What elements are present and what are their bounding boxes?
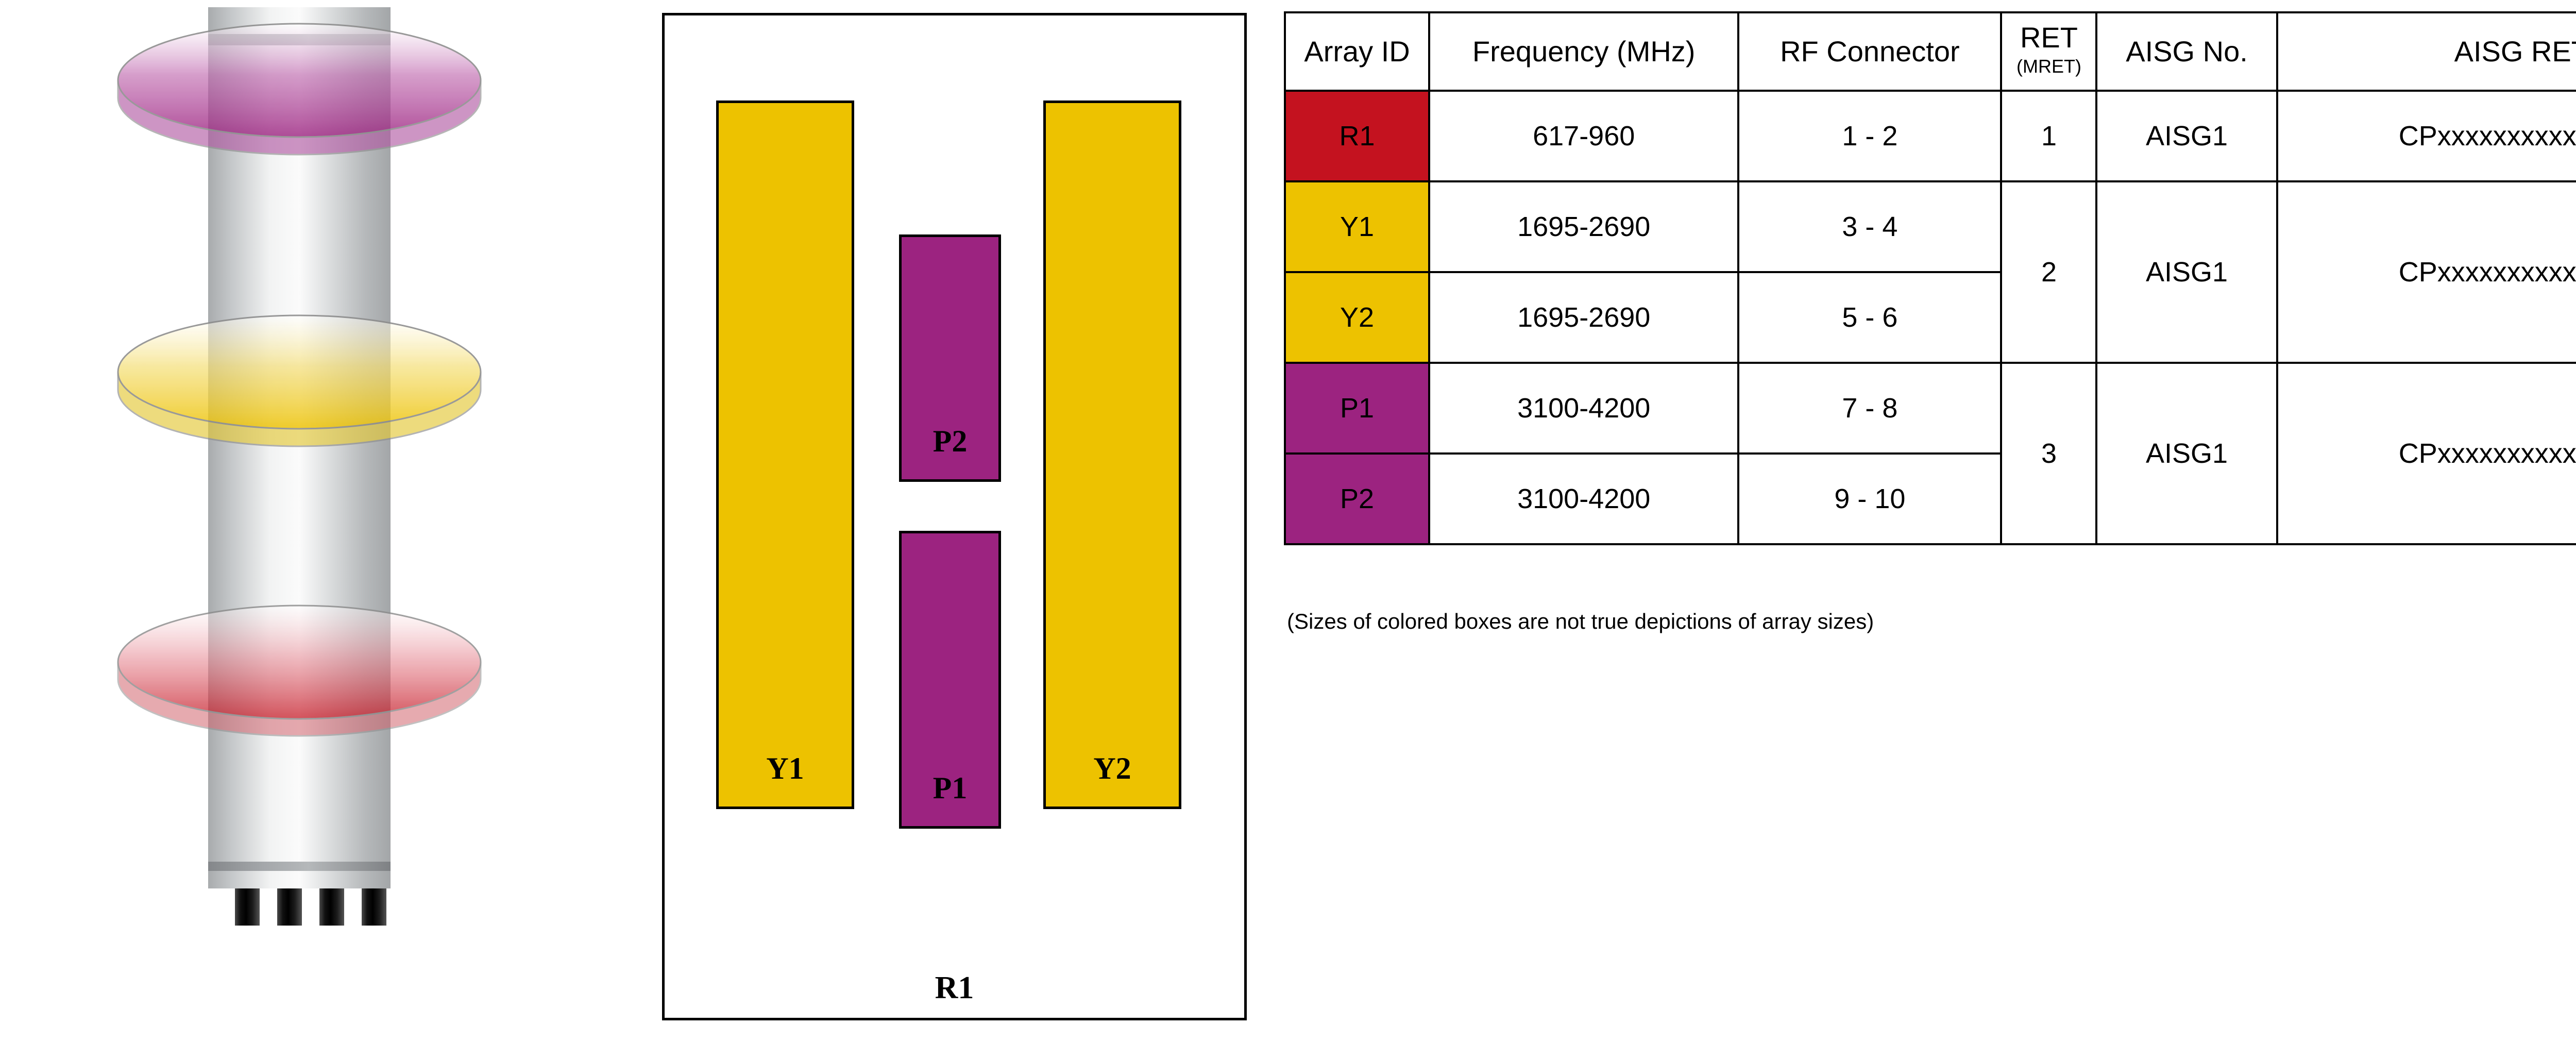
antenna-illustration	[0, 0, 634, 1041]
header-ret-sub: (MRET)	[2016, 56, 2081, 77]
cell-aisg-no-3: AISG1	[2095, 362, 2278, 545]
cell-frequency-p2: 3100-4200	[1428, 452, 1740, 545]
header-ret: RET (MRET)	[2000, 11, 2098, 92]
cell-array-id-p1: P1	[1283, 362, 1431, 455]
cell-rf-connector-r1: 1 - 2	[1737, 90, 2003, 182]
cell-frequency-p1: 3100-4200	[1428, 362, 1740, 455]
cell-rf-connector-p1: 7 - 8	[1737, 362, 2003, 455]
table-row: Y1 1695-2690 3 - 4 2 AISG1 CPxxxxxxxxxxx…	[1283, 180, 2576, 364]
header-ret-main: RET	[2020, 21, 2078, 54]
cell-ret-2: 2	[2000, 180, 2098, 364]
array-box-label-p1: P1	[933, 771, 968, 805]
cell-rf-connector-y1: 3 - 4	[1737, 180, 2003, 273]
cell-aisg-uid-2: CPxxxxxxxxxxxxxxMM.2	[2276, 180, 2576, 364]
cell-aisg-no-2: AISG1	[2095, 180, 2278, 364]
cell-array-id-y1: Y1	[1283, 180, 1431, 273]
array-box-p2: P2	[899, 234, 1001, 482]
array-box-label-y1: Y1	[766, 751, 804, 785]
cell-array-id-y2: Y2	[1283, 271, 1431, 364]
cell-aisg-uid-3: CPxxxxxxxxxxxxxxMM.3	[2276, 362, 2576, 545]
array-box-y1: Y1	[716, 100, 854, 809]
header-aisg-ret-uid: AISG RET UID	[2276, 11, 2576, 92]
cell-array-id-p2: P2	[1283, 452, 1431, 545]
beam-red	[117, 605, 482, 737]
cell-ret-3: 3	[2000, 362, 2098, 545]
array-layout-diagram: Y1 P2 P1 Y2 R1	[662, 13, 1247, 1020]
header-frequency: Frequency (MHz)	[1428, 11, 1740, 92]
table-header-row: Array ID Frequency (MHz) RF Connector RE…	[1283, 11, 2576, 92]
cell-frequency-r1: 617-960	[1428, 90, 1740, 182]
cell-frequency-y1: 1695-2690	[1428, 180, 1740, 273]
cell-ret-1: 1	[2000, 90, 2098, 182]
array-box-p1: P1	[899, 531, 1001, 829]
table-row: P2 3100-4200 9 - 10	[1283, 452, 2576, 545]
header-rf-connector: RF Connector	[1737, 11, 2003, 92]
cell-rf-connector-p2: 9 - 10	[1737, 452, 2003, 545]
antenna-spec-table: Array ID Frequency (MHz) RF Connector RE…	[1283, 11, 2576, 545]
table-row: R1 617-960 1 - 2 1 AISG1 CPxxxxxxxxxxxxx…	[1283, 90, 2576, 182]
cell-aisg-no-1: AISG1	[2095, 90, 2278, 182]
cell-array-id-r1: R1	[1283, 90, 1431, 182]
array-box-label-p2: P2	[933, 424, 968, 458]
array-box-y2: Y2	[1043, 100, 1181, 809]
table-caption: (Sizes of colored boxes are not true dep…	[1287, 609, 1874, 633]
cell-rf-connector-y2: 5 - 6	[1737, 271, 2003, 364]
header-aisg-no: AISG No.	[2095, 11, 2278, 92]
cell-aisg-uid-1: CPxxxxxxxxxxxxxxMM.1	[2276, 90, 2576, 182]
beam-yellow	[117, 314, 482, 447]
connector-pins	[235, 888, 386, 926]
array-box-label-y2: Y2	[1093, 751, 1131, 785]
header-array-id: Array ID	[1283, 11, 1431, 92]
beam-magenta	[117, 23, 482, 156]
cell-frequency-y2: 1695-2690	[1428, 271, 1740, 364]
table-row: P1 3100-4200 7 - 8 3 AISG1 CPxxxxxxxxxxx…	[1283, 362, 2576, 545]
table-row: Y2 1695-2690 5 - 6	[1283, 271, 2576, 364]
array-base-label-r1: R1	[935, 970, 974, 1005]
